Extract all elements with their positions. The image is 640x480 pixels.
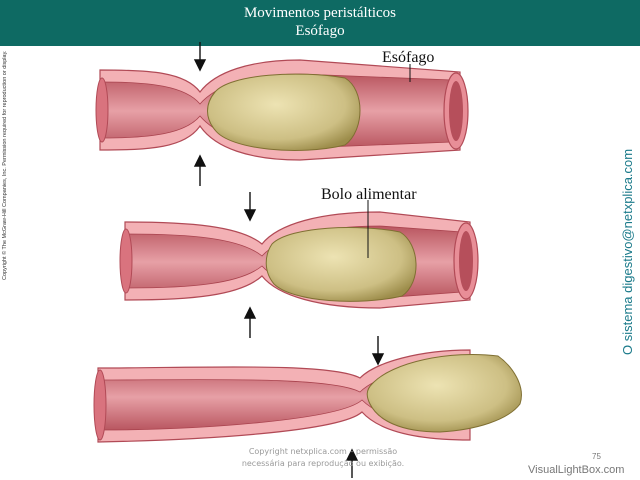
esophagus-segment-1	[95, 59, 469, 161]
bolus-label: Bolo alimentar	[321, 186, 417, 203]
esophagus-segment-3	[93, 349, 522, 443]
watermark-line-1: Copyright netxplica.com – permissão	[248, 447, 398, 456]
bolus-2	[265, 227, 417, 302]
esophagus-segment-2	[119, 211, 479, 309]
bolus-3	[366, 353, 522, 433]
slide-subtitle: Esófago	[295, 23, 345, 39]
slide-header: Movimentos peristálticos Esófago	[0, 0, 640, 46]
watermark-line-2: necessária para reprodução ou exibição.	[241, 459, 405, 468]
bolus-1	[207, 73, 361, 151]
slide-title: Movimentos peristálticos	[243, 5, 397, 21]
copyright-notice: Copyright © The McGraw-Hill Companies, I…	[2, 50, 8, 280]
brand-link[interactable]: VisualLightBox.com	[528, 464, 625, 476]
esophagus-label: Esófago	[382, 49, 435, 66]
watermark: Copyright netxplica.com – permissão nece…	[228, 446, 418, 470]
contraction-arrows	[193, 42, 385, 478]
site-credit: O sistema digestivo@netxplica.com	[620, 148, 635, 355]
slide-number: 75	[592, 452, 601, 461]
